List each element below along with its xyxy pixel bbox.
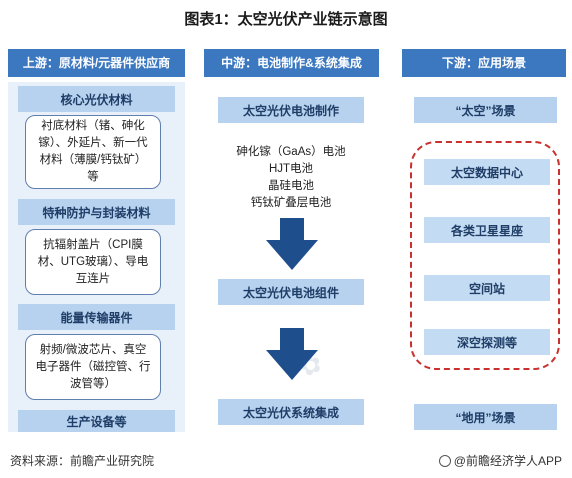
cell-type-silicon: 晶硅电池 xyxy=(268,180,314,192)
downstream-ground-label: “地用”场景 xyxy=(414,404,557,430)
brand-credit-text: @前瞻经济学人APP xyxy=(453,454,562,468)
upstream-detail-energy-transfer: 射频/微波芯片、真空电子器件（磁控管、行波管等） xyxy=(25,334,161,400)
space-scenarios-group xyxy=(410,141,560,370)
cell-type-perovskite: 钙钛矿叠层电池 xyxy=(250,197,332,209)
cell-type-hjt: HJT电池 xyxy=(268,163,314,175)
app-logo-icon xyxy=(438,455,451,467)
brand-credit: @前瞻经济学人APP xyxy=(438,452,562,469)
flow-arrow-down xyxy=(266,328,318,380)
midstream-step-module: 太空光伏电池组件 xyxy=(218,279,364,305)
source-note: 资料来源：前瞻产业研究院 xyxy=(10,454,155,468)
diagram-title: 图表1：太空光伏产业链示意图 xyxy=(184,11,388,28)
space-item-space-station: 空间站 xyxy=(424,275,550,301)
space-item-satellite-constellations: 各类卫星星座 xyxy=(424,217,550,243)
downstream-space-label: “太空”场景 xyxy=(414,97,557,123)
midstream-step-cell-making: 太空光伏电池制作 xyxy=(218,97,364,123)
upstream-detail-core-pv: 衬底材料（锗、砷化镓）、外延片、新一代材料（薄膜/钙钛矿）等 xyxy=(25,115,161,189)
upstream-detail-protection: 抗辐射盖片（CPI膜材、UTG玻璃）、导电互连片 xyxy=(25,229,161,295)
midstream-header: 中游：电池制作&系统集成 xyxy=(204,49,379,77)
midstream-step-integration: 太空光伏系统集成 xyxy=(218,399,364,425)
cell-type-gaas: 砷化镓（GaAs）电池 xyxy=(236,146,346,158)
upstream-header: 上游：原材料/元器件供应商 xyxy=(8,49,185,77)
upstream-label-energy-transfer: 能量传输器件 xyxy=(18,304,175,330)
downstream-header: 下游：应用场景 xyxy=(402,49,566,77)
upstream-label-protection: 特种防护与封装材料 xyxy=(18,199,175,225)
upstream-label-equipment: 生产设备等 xyxy=(18,410,175,432)
space-item-data-center: 太空数据中心 xyxy=(424,159,550,185)
flow-arrow-down xyxy=(266,218,318,270)
space-item-deep-space: 深空探测等 xyxy=(424,329,550,355)
upstream-label-core-pv: 核心光伏材料 xyxy=(18,86,175,112)
midstream-cell-types: 砷化镓（GaAs）电池 HJT电池 晶硅电池 钙钛矿叠层电池 xyxy=(210,140,372,216)
